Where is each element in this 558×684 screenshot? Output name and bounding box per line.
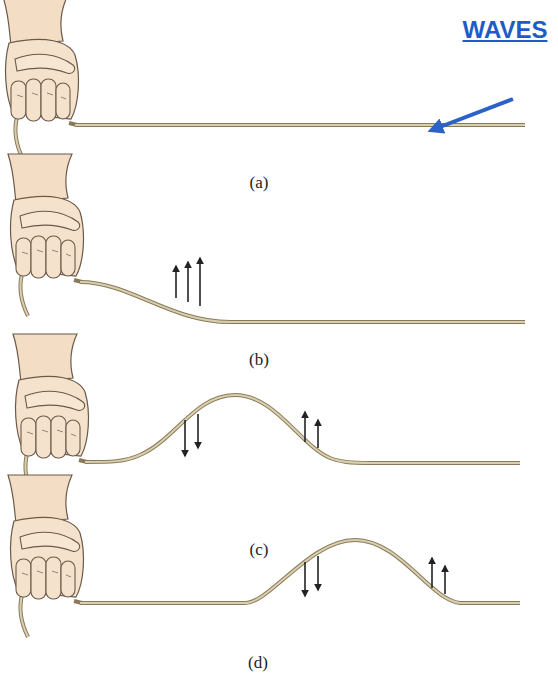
panel-label: (a) — [250, 173, 269, 193]
heading: WAVES — [463, 16, 548, 44]
pointer-arrow — [432, 99, 513, 130]
panel-label: (b) — [249, 350, 269, 370]
panel-label: (c) — [250, 540, 269, 560]
panel-label: (d) — [248, 653, 268, 673]
